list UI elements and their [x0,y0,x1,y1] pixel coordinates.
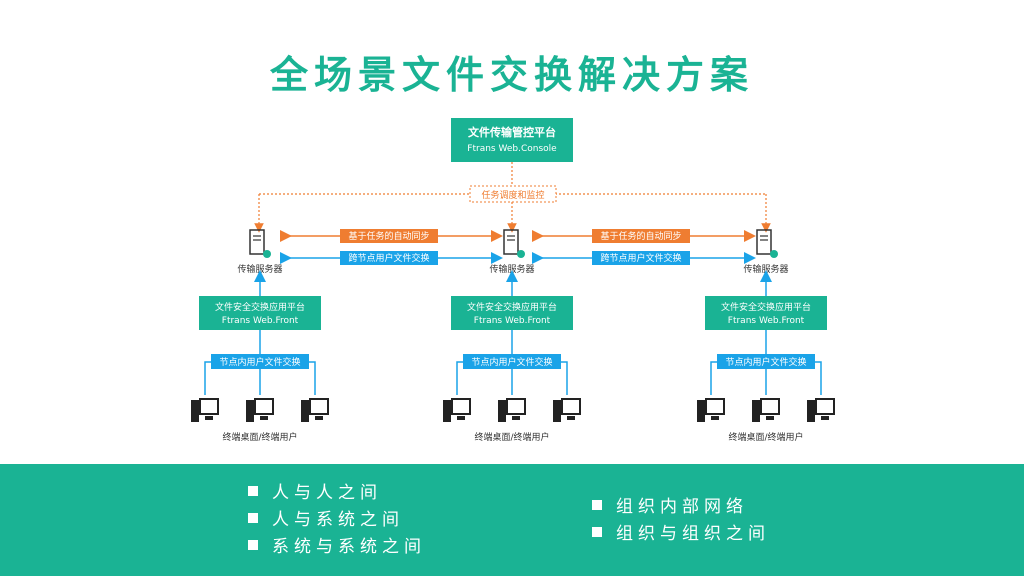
intra-label: 节点内用户文件交换 [219,356,300,368]
svg-text:跨节点用户文件交换: 跨节点用户文件交换 [348,252,429,264]
server-label: 传输服务器 [237,263,282,275]
server-right: 传输服务器 [743,229,789,275]
computer-icon [301,398,329,422]
terminal-label: 终端桌面/终端用户 [474,431,549,443]
svg-text:文件安全交换应用平台: 文件安全交换应用平台 [467,301,557,313]
computer-icon [697,398,725,422]
cross-label-right: 跨节点用户文件交换 [592,251,690,265]
computer-icon [498,398,526,422]
architecture-diagram: 文件传输管控平台 Ftrans Web.Console 任务调度和监控 传输服务… [191,118,835,443]
terminal-label: 终端桌面/终端用户 [222,431,297,443]
server-left: 传输服务器 [237,229,283,275]
computer-icon [191,398,219,422]
node-left: 文件安全交换应用平台 Ftrans Web.Front 节点内用户文件交换 终端… [199,270,321,443]
bullet-item: 人与人之间 [248,480,426,507]
intra-label: 节点内用户文件交换 [471,356,552,368]
bullet-list-right: 组织内部网络 组织与组织之间 [592,494,770,548]
computer-icon [443,398,471,422]
footer-band [0,464,1024,576]
svg-text:基于任务的自动同步: 基于任务的自动同步 [348,230,429,242]
svg-text:Ftrans Web.Front: Ftrans Web.Front [222,316,299,326]
svg-text:文件安全交换应用平台: 文件安全交换应用平台 [721,301,811,313]
front-box [199,296,321,330]
bullet-list-left: 人与人之间 人与系统之间 系统与系统之间 [248,480,426,561]
svg-text:跨节点用户文件交换: 跨节点用户文件交换 [600,252,681,264]
computer-icon [246,398,274,422]
svg-text:基于任务的自动同步: 基于任务的自动同步 [600,230,681,242]
front-box [705,296,827,330]
bullet-item: 组织与组织之间 [592,521,770,548]
sync-label-right: 基于任务的自动同步 [592,229,690,243]
bullet-item: 系统与系统之间 [248,534,426,561]
computer-icon [553,398,581,422]
console-box: 文件传输管控平台 Ftrans Web.Console [451,118,573,162]
bullet-item: 人与系统之间 [248,507,426,534]
server-label: 传输服务器 [743,263,788,275]
terminal-label: 终端桌面/终端用户 [728,431,803,443]
monitor-label-box: 任务调度和监控 [469,185,557,203]
computer-icon [807,398,835,422]
svg-text:Ftrans Web.Front: Ftrans Web.Front [728,316,805,326]
sync-label-left: 基于任务的自动同步 [340,229,438,243]
server-label: 传输服务器 [489,263,534,275]
cross-label-left: 跨节点用户文件交换 [340,251,438,265]
monitor-label: 任务调度和监控 [481,189,544,201]
node-right: 文件安全交换应用平台 Ftrans Web.Front 节点内用户文件交换 终端… [705,270,827,443]
svg-text:文件安全交换应用平台: 文件安全交换应用平台 [215,301,305,313]
page-title: 全场景文件交换解决方案 [269,53,754,97]
console-name: 文件传输管控平台 [468,125,556,139]
svg-text:Ftrans Web.Front: Ftrans Web.Front [474,316,551,326]
console-sub: Ftrans Web.Console [467,144,557,154]
node-center: 文件安全交换应用平台 Ftrans Web.Front 节点内用户文件交换 终端… [451,270,573,443]
front-box [451,296,573,330]
bullet-item: 组织内部网络 [592,494,770,521]
intra-label: 节点内用户文件交换 [725,356,806,368]
server-center: 传输服务器 [489,229,535,275]
computer-icon [752,398,780,422]
terminal-computers [191,398,835,422]
